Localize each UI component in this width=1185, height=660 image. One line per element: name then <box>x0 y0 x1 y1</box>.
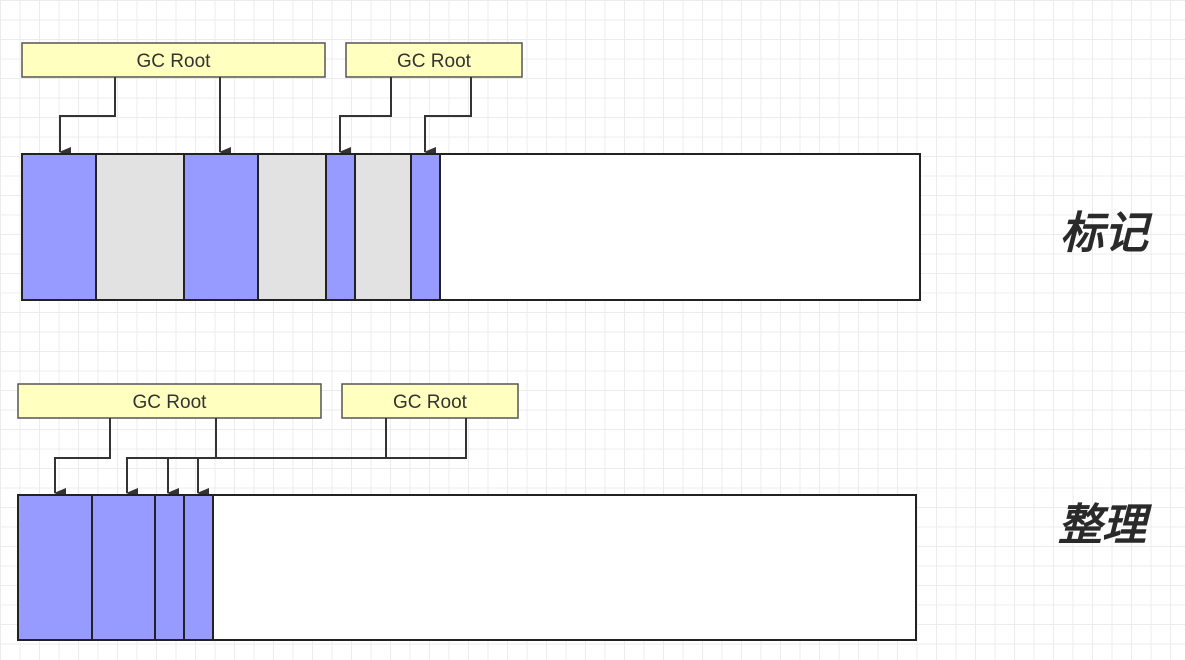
compact-block-live <box>183 494 214 641</box>
mark-root-2-label: GC Root <box>397 51 472 72</box>
mark-block-live <box>21 153 97 301</box>
compact-ref-arrow-3 <box>167 418 387 498</box>
mark-root-1: GC Root <box>21 42 326 78</box>
compact-root-2-label: GC Root <box>393 392 468 413</box>
mark-ref-arrow-1 <box>59 77 116 157</box>
mark-ref-arrow-3 <box>339 77 392 157</box>
compact-block-live <box>154 494 185 641</box>
mark-ref-arrow-4 <box>424 77 472 157</box>
mark-phase-label: 标记 <box>1060 208 1153 259</box>
compact-ref-arrow-4 <box>197 418 467 498</box>
compact-block-live <box>17 494 93 641</box>
compact-root-1-box <box>17 383 322 419</box>
mark-block-free <box>439 153 921 301</box>
compact-section: GC Root GC Root 整理 <box>17 383 1153 641</box>
compact-root-2: GC Root <box>341 383 519 419</box>
compact-ref-arrow-2 <box>126 418 217 498</box>
compact-root-2-box <box>341 383 519 419</box>
compact-heap-bar <box>17 494 917 641</box>
mark-block-live <box>183 153 259 301</box>
compact-ref-arrow-1 <box>54 418 111 498</box>
mark-block-live <box>325 153 356 301</box>
mark-block-live <box>410 153 441 301</box>
mark-section: GC Root GC Root 标记 <box>21 42 1153 301</box>
compact-block-live <box>91 494 156 641</box>
mark-root-1-box <box>21 42 326 78</box>
mark-block-garbage <box>95 153 185 301</box>
mark-root-2: GC Root <box>345 42 523 78</box>
mark-root-2-box <box>345 42 523 78</box>
compact-root-1: GC Root <box>17 383 322 419</box>
mark-block-garbage <box>257 153 327 301</box>
compact-block-free <box>212 494 917 641</box>
mark-block-garbage <box>354 153 412 301</box>
compact-root-1-label: GC Root <box>133 392 208 413</box>
compact-phase-label: 整理 <box>1058 500 1153 551</box>
mark-heap-bar <box>21 153 921 301</box>
mark-root-1-label: GC Root <box>137 51 212 72</box>
